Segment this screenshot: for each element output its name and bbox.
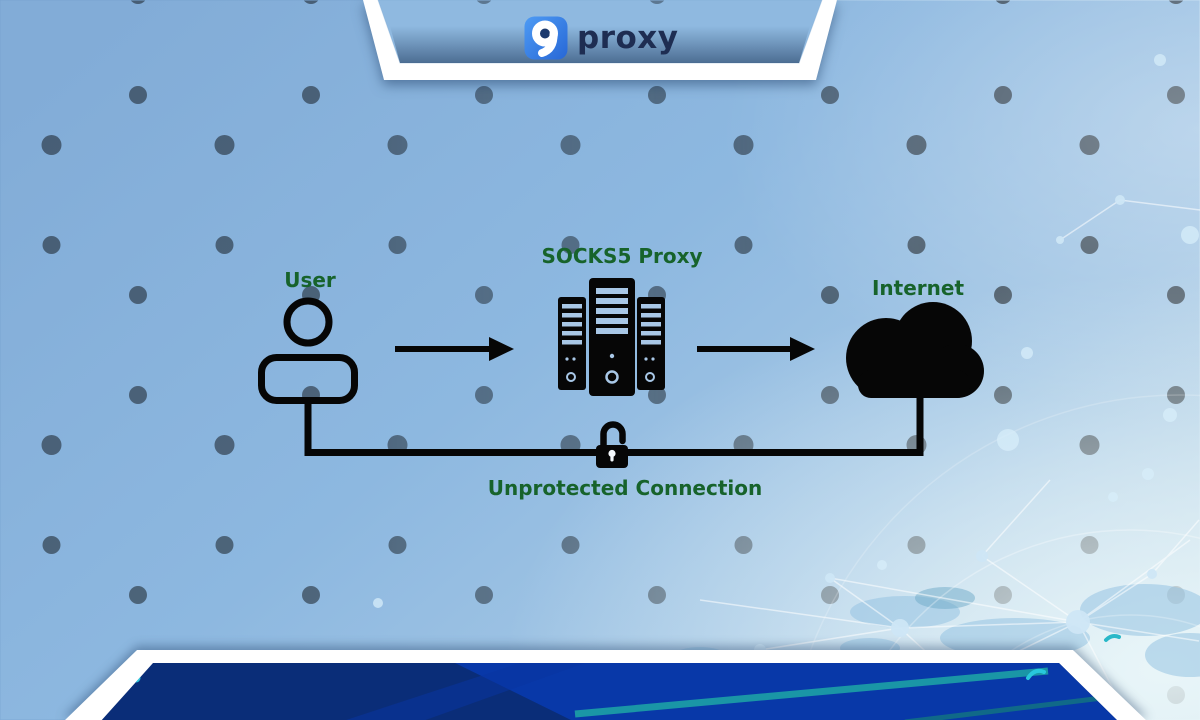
- person-icon: [258, 297, 358, 404]
- scatter-dots: [373, 226, 1199, 608]
- teal-accent-tick: [1104, 634, 1121, 642]
- connection-label: Unprotected Connection: [487, 476, 763, 500]
- proxy-label: SOCKS5 Proxy: [541, 244, 703, 268]
- logo-9-icon: [524, 16, 568, 60]
- arrow-right-icon: [697, 337, 815, 361]
- user-label: User: [284, 268, 336, 292]
- logo-text: proxy: [577, 20, 679, 56]
- top-banner-frame: [363, 0, 837, 80]
- cloud-icon: [846, 302, 984, 398]
- network-plexus: [373, 54, 1200, 720]
- bottom-banner-frame: [65, 634, 1146, 720]
- diagram: [258, 278, 984, 468]
- internet-label: Internet: [871, 276, 965, 300]
- top-banner-inner-shadow: [390, 26, 810, 63]
- server-stack-icon: [558, 278, 665, 396]
- logo: proxy: [524, 15, 678, 61]
- arrow-right-icon: [395, 337, 514, 361]
- open-padlock-icon: [596, 421, 628, 468]
